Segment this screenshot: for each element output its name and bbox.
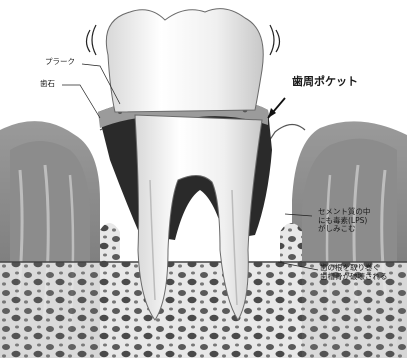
label-bone-line-2: 歯槽骨が破壊される [320,273,388,282]
label-cementum-line-3: がしみこむ [318,225,370,234]
label-cementum-note: セメント質の中 にも毒素(LPS) がしみこむ [318,208,370,234]
label-plaque: プラーク [45,58,75,67]
label-tartar: 歯石 [40,80,55,89]
pocket-arrow [268,98,285,118]
label-bone-note: 歯の根を取り巻く 歯槽骨が破壊される [320,264,388,281]
label-periodontal-pocket: 歯周ポケット [292,76,358,89]
